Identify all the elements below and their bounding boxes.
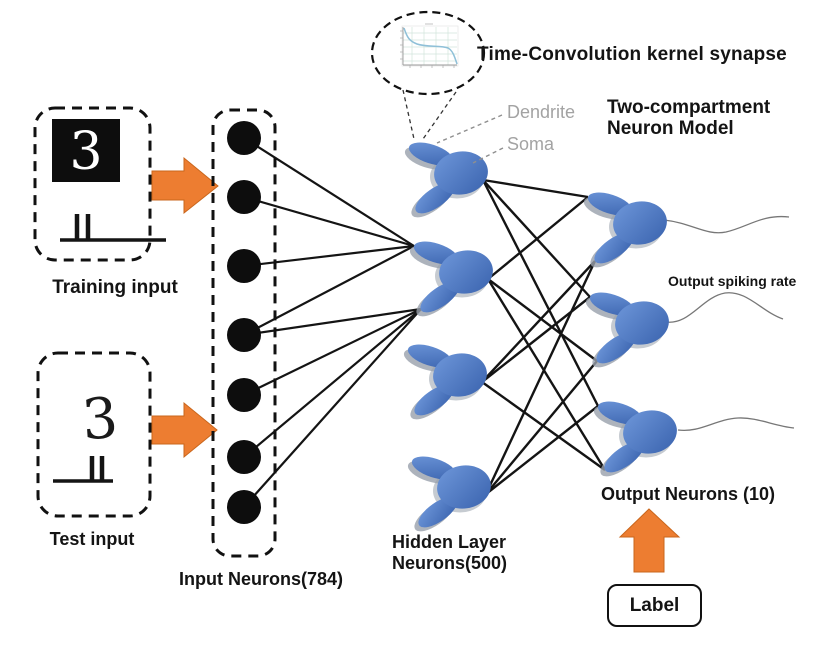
test-digit: 3	[80, 386, 120, 453]
input-neuron	[227, 180, 261, 214]
input-neurons-label: Input Neurons(784)	[179, 569, 344, 589]
kernel-callout	[370, 10, 486, 140]
input-neuron	[227, 318, 261, 352]
hidden-layer-neurons	[401, 137, 496, 537]
output-axon-lines	[663, 215, 795, 432]
hidden-neuron	[405, 451, 494, 537]
training-input-box: 3	[33, 106, 166, 262]
label-up-arrow-icon	[618, 508, 681, 573]
training-input-label: Training input	[52, 277, 178, 298]
kernel-synapse-label: Time-Convolution kernel synapse	[477, 44, 787, 65]
spike-train-icon	[60, 214, 166, 242]
hidden-layer-label: Hidden Layer Neurons(500)	[392, 532, 507, 574]
hidden-layer-label-line2: Neurons(500)	[392, 553, 508, 573]
label-box-text: Label	[629, 594, 680, 616]
input-neuron	[227, 378, 261, 412]
output-neuron	[581, 187, 670, 273]
kernel-plot-icon	[400, 23, 459, 68]
output-layer-neurons	[581, 187, 680, 482]
spike-train-icon	[53, 456, 113, 483]
input-neuron	[227, 249, 261, 283]
input-neuron-column	[211, 108, 277, 558]
annotation-pointers	[436, 114, 504, 164]
neuron-model-title-line1: Two-compartment	[607, 97, 771, 118]
hidden-layer-label-line1: Hidden Layer	[392, 532, 507, 552]
hidden-to-output-connections	[481, 178, 607, 495]
mnist-digit-image	[52, 119, 120, 182]
input-neuron	[227, 440, 261, 474]
neuron-model-title: Two-compartment Neuron Model	[607, 97, 770, 139]
input-neuron	[227, 121, 261, 155]
dendrite-label: Dendrite	[507, 102, 576, 122]
hidden-neuron	[407, 236, 496, 322]
neuron-model-title-line2: Neuron Model	[607, 118, 734, 139]
input-to-hidden-connections	[243, 137, 422, 508]
soma-label: Soma	[507, 134, 555, 154]
output-neurons-label: Output Neurons (10)	[601, 484, 775, 504]
output-neuron	[591, 396, 680, 482]
hidden-neuron	[402, 137, 491, 223]
output-neuron	[583, 287, 672, 373]
training-digit: 3	[69, 122, 102, 182]
test-input-label: Test input	[49, 529, 135, 549]
input-neuron	[227, 490, 261, 524]
label-box: Label	[607, 584, 702, 627]
output-spiking-rate-label: Output spiking rate	[668, 273, 797, 289]
hidden-neuron	[401, 339, 490, 425]
test-input-box: 3	[36, 351, 152, 518]
test-arrow-icon	[151, 401, 218, 459]
training-arrow-icon	[151, 156, 219, 215]
